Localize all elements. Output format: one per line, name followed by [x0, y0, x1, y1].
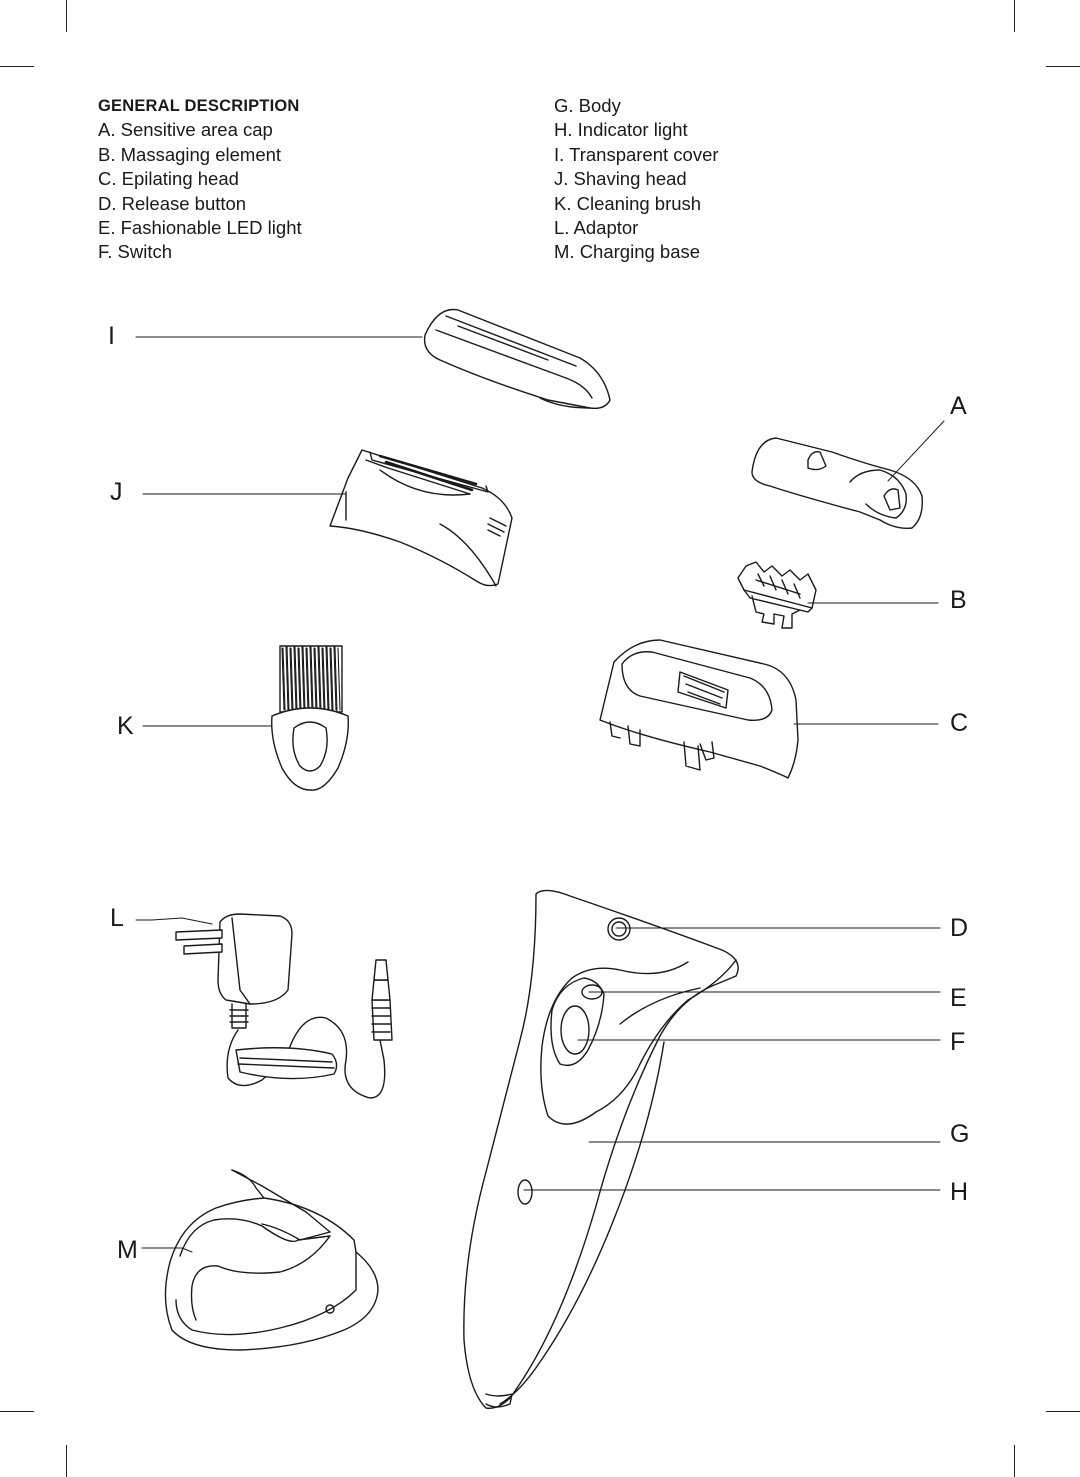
crop-mark-bottom-right-vertical — [1014, 1445, 1015, 1477]
callout-h: H — [950, 1178, 969, 1206]
part-item-d: D. Release button — [98, 192, 247, 214]
charging-base-illustration — [164, 1169, 379, 1351]
callout-b: B — [950, 586, 967, 614]
transparent-cover-illustration — [423, 308, 611, 410]
crop-mark-top-right-vertical — [1014, 0, 1015, 32]
callout-l: L — [110, 904, 124, 932]
crop-mark-top-left-horizontal — [0, 66, 34, 67]
callout-m: M — [117, 1236, 138, 1264]
part-item-e: E. Fashionable LED light — [98, 217, 302, 239]
part-item-h: H. Indicator light — [554, 119, 688, 141]
part-item-k: K. Cleaning brush — [554, 192, 702, 214]
leader-lines — [135, 336, 945, 1253]
crop-mark-bottom-left-horizontal — [0, 1411, 34, 1412]
callout-i: I — [108, 322, 115, 350]
part-item-g: G. Body — [554, 95, 621, 116]
part-item-l: L. Adaptor — [554, 217, 639, 239]
crop-mark-bottom-right-horizontal — [1046, 1411, 1080, 1412]
callout-g: G — [950, 1120, 970, 1148]
callout-k: K — [117, 712, 134, 740]
epilating-head-illustration — [599, 639, 799, 779]
parts-list-right: G. Body H. Indicator light I. Transparen… — [554, 94, 719, 265]
crop-mark-bottom-left-vertical — [66, 1445, 67, 1477]
shaving-head-illustration — [329, 449, 513, 587]
crop-mark-top-left-vertical — [66, 0, 67, 32]
part-item-m: M. Charging base — [554, 241, 701, 263]
leader-line-l — [135, 917, 213, 925]
leader-line-a — [887, 420, 945, 482]
parts-list-left: GENERAL DESCRIPTION A. Sensitive area ca… — [98, 94, 302, 265]
leader-line-m — [141, 1247, 193, 1253]
adaptor-illustration — [175, 913, 393, 1099]
callout-j: J — [110, 478, 123, 506]
sensitive-area-cap-illustration — [751, 437, 923, 530]
callout-d: D — [950, 914, 969, 942]
cleaning-brush-illustration — [271, 645, 349, 791]
massaging-element-illustration — [737, 561, 817, 629]
crop-mark-top-right-horizontal — [1046, 66, 1080, 67]
part-item-f: F. Switch — [98, 241, 173, 263]
part-item-i: I. Transparent cover — [554, 143, 719, 165]
part-item-b: B. Massaging element — [98, 143, 282, 165]
part-item-a: A. Sensitive area cap — [98, 119, 273, 141]
epilator-body-illustration — [463, 889, 739, 1409]
callout-c: C — [950, 709, 969, 737]
callout-a: A — [950, 392, 967, 420]
callout-e: E — [950, 984, 967, 1012]
callout-f: F — [950, 1028, 966, 1056]
part-item-j: J. Shaving head — [554, 168, 687, 190]
part-item-c: C. Epilating head — [98, 168, 239, 190]
section-heading: GENERAL DESCRIPTION — [98, 97, 300, 115]
